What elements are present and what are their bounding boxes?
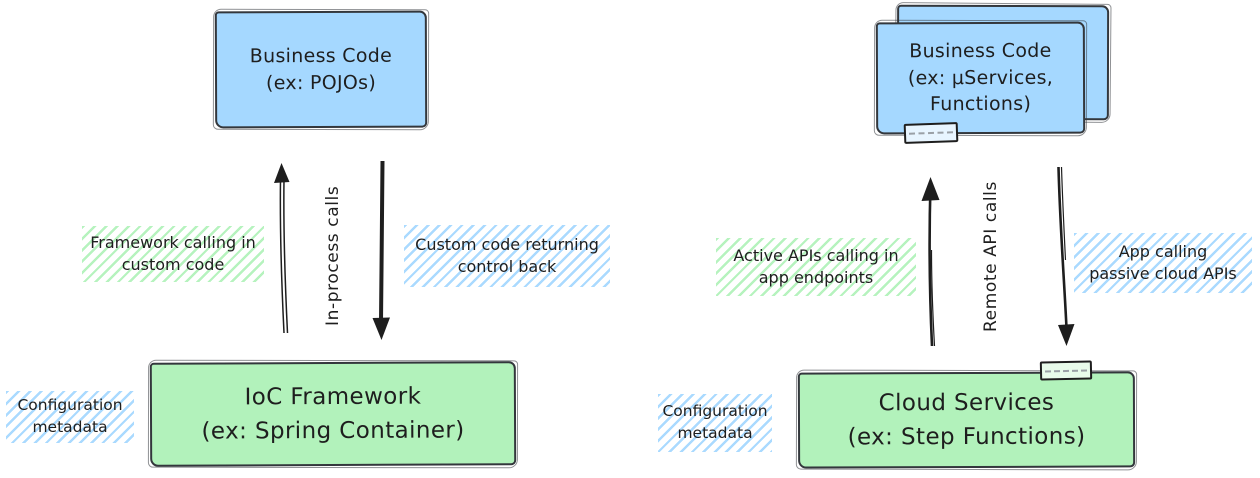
right-business-code-box: Business Code (ex: μServices, Functions) bbox=[875, 21, 1086, 135]
app-endpoint-port bbox=[903, 122, 959, 144]
label-line: Configuration bbox=[17, 396, 123, 415]
right-down-arrow bbox=[1057, 166, 1075, 346]
remote-api-calls-label: Remote API calls bbox=[981, 181, 1001, 333]
label-line: Configuration bbox=[662, 402, 768, 421]
custom-code-returning-label: Custom code returning control back bbox=[404, 225, 610, 287]
left-configuration-metadata-label: Configuration metadata bbox=[6, 391, 134, 443]
box-label-line: Functions) bbox=[929, 93, 1032, 116]
label-line: Framework calling in bbox=[90, 232, 256, 252]
right-configuration-metadata-label: Configuration metadata bbox=[658, 394, 772, 452]
label-line: passive cloud APIs bbox=[1089, 264, 1237, 283]
label-line: Active APIs calling in bbox=[733, 245, 899, 265]
label-line: App calling bbox=[1118, 241, 1208, 261]
port-dashed-line bbox=[1044, 369, 1088, 373]
box-label-line: Cloud Services bbox=[878, 389, 1055, 416]
box-label-line: (ex: Step Functions) bbox=[847, 423, 1086, 451]
label-line: metadata bbox=[677, 424, 753, 442]
right-up-arrow bbox=[921, 177, 940, 347]
box-label-line: (ex: μServices, bbox=[907, 66, 1054, 89]
label-line: control back bbox=[457, 257, 557, 276]
label-line: metadata bbox=[32, 418, 108, 436]
box-label-line: Business Code bbox=[909, 39, 1052, 62]
left-down-arrow bbox=[372, 160, 390, 340]
box-label-line: Business Code bbox=[249, 44, 393, 67]
app-calling-passive-label: App calling passive cloud APIs bbox=[1074, 233, 1252, 293]
port-dashed-line bbox=[908, 131, 954, 135]
label-line: app endpoints bbox=[758, 268, 874, 287]
framework-calling-label: Framework calling in custom code bbox=[82, 226, 264, 282]
box-label-line: (ex: POJOs) bbox=[265, 71, 377, 94]
cloud-api-port bbox=[1039, 360, 1093, 381]
box-label-line: IoC Framework bbox=[244, 383, 422, 410]
label-line: Custom code returning bbox=[415, 234, 599, 254]
in-process-calls-label: In-process calls bbox=[323, 185, 343, 327]
box-label-line: (ex: Spring Container) bbox=[201, 417, 465, 445]
active-apis-calling-label: Active APIs calling in app endpoints bbox=[716, 238, 916, 296]
left-up-arrow bbox=[274, 163, 290, 334]
ioc-framework-box: IoC Framework (ex: Spring Container) bbox=[149, 361, 517, 467]
cloud-services-box: Cloud Services (ex: Step Functions) bbox=[797, 371, 1136, 469]
label-line: custom code bbox=[121, 255, 225, 274]
left-business-code-box: Business Code (ex: POJOs) bbox=[214, 10, 428, 129]
